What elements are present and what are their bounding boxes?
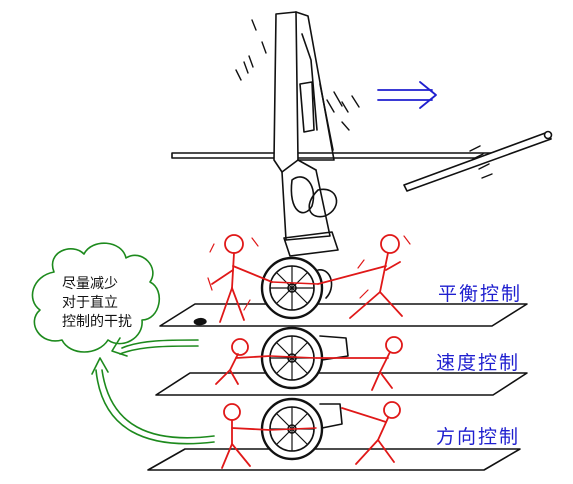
bubble-line-2: 对于直立 xyxy=(62,295,118,311)
person-balance-right xyxy=(317,234,411,319)
balancing-car xyxy=(273,11,339,257)
person-balance-left xyxy=(207,234,273,323)
rope-direction xyxy=(269,427,317,431)
bubble-line-3: 控制的干扰 xyxy=(62,314,132,330)
label-speed-control: 速度控制 xyxy=(436,352,521,374)
plane-balance xyxy=(159,303,528,327)
label-balance-control: 平衡控制 xyxy=(438,283,523,305)
thought-arrow-lower xyxy=(91,357,215,445)
wheel-top xyxy=(260,256,333,320)
bubble-line-1: 尽量减少 xyxy=(62,276,118,292)
bubble-text: 尽量减少 对于直立 控制的干扰 xyxy=(62,275,132,332)
motion-lines xyxy=(235,19,493,179)
person-speed-right xyxy=(315,336,403,391)
person-direction-left xyxy=(221,403,271,469)
person-direction-right xyxy=(341,401,401,465)
thought-bubble xyxy=(31,242,160,353)
thought-arrow-upper xyxy=(111,337,199,357)
plane-speed xyxy=(155,372,528,396)
rope-balance xyxy=(271,281,319,285)
person-speed-left xyxy=(215,338,271,385)
rope-speed xyxy=(269,355,317,359)
horizontal-bar xyxy=(171,152,498,159)
label-direction-control: 方向控制 xyxy=(436,426,521,448)
plane-direction xyxy=(147,448,521,471)
double-arrow-right-icon xyxy=(377,81,437,109)
falling-bar xyxy=(403,130,553,192)
